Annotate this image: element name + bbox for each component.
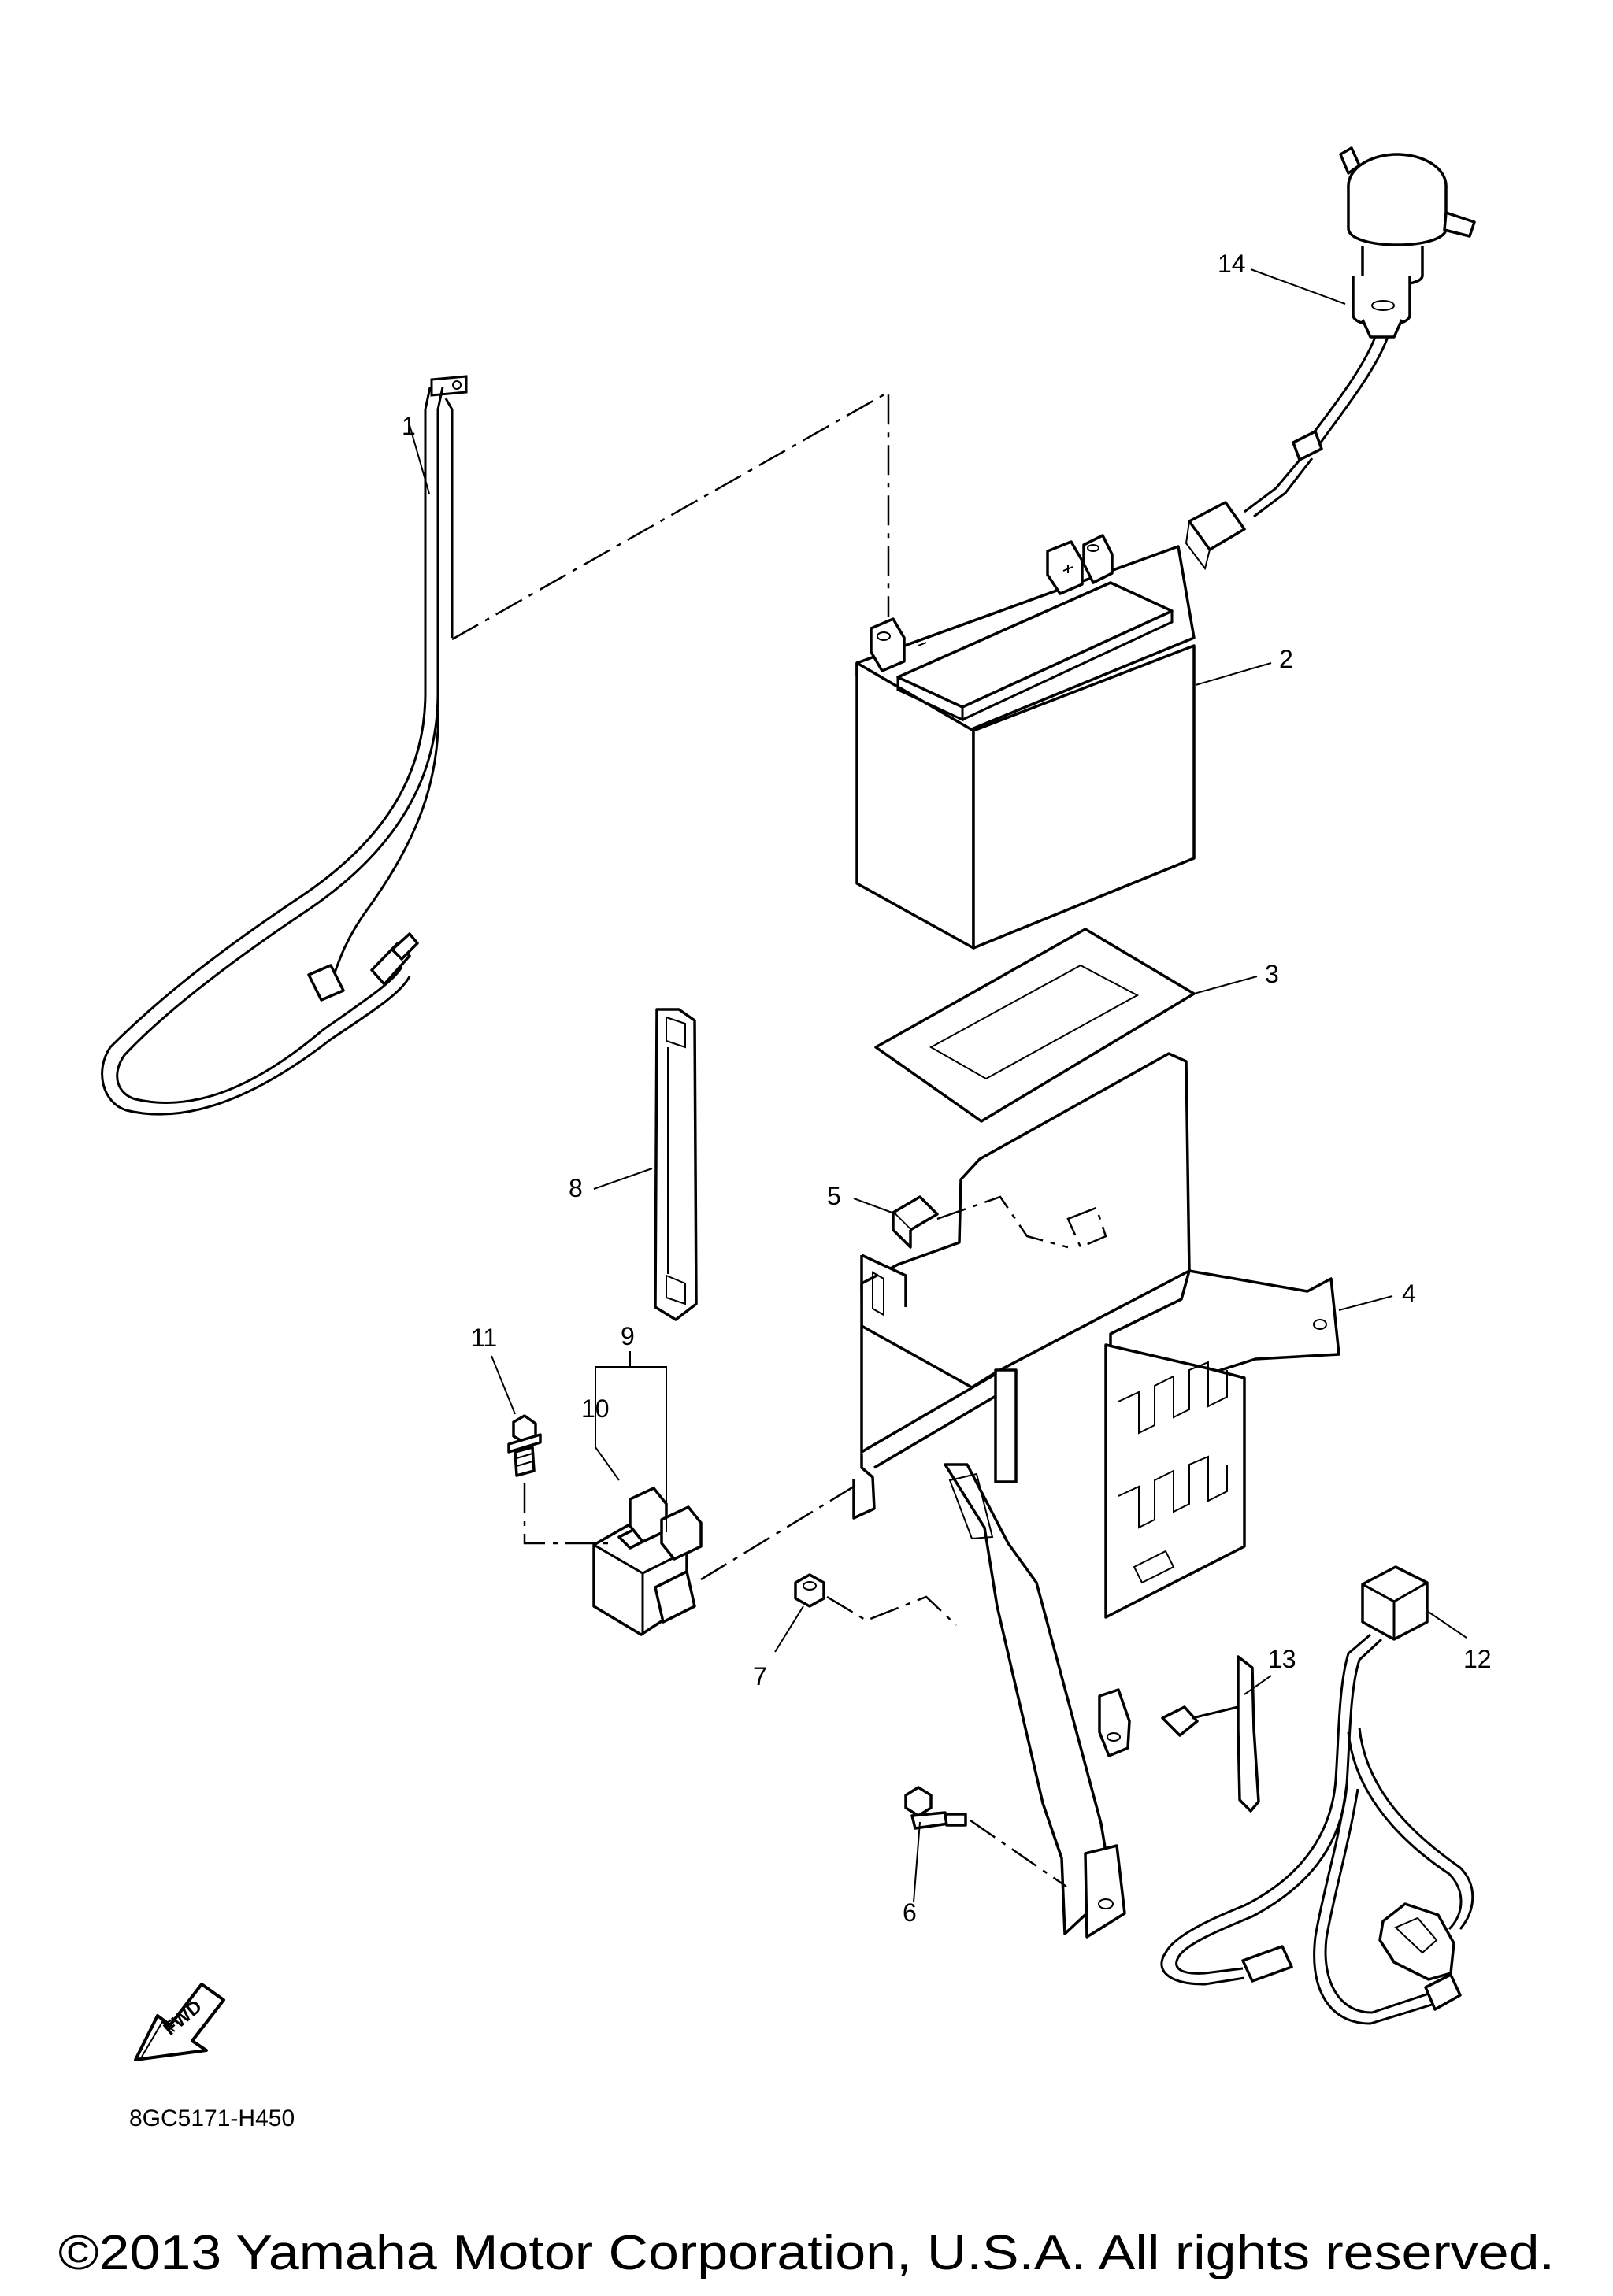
copyright-text: ©2013 Yamaha Motor Corporation, U.S.A. A…: [58, 2226, 1555, 2280]
part-12-label: 12: [1463, 1645, 1492, 1673]
part-2-battery: [855, 534, 1196, 950]
part-6-leader: [913, 1821, 921, 1903]
part-11-bolt: [507, 1414, 542, 1477]
part-9-bracket-right: [595, 1366, 667, 1532]
part-3-leader: [1193, 976, 1258, 994]
part-8-leader: [593, 1168, 653, 1190]
part-11-label: 11: [471, 1324, 497, 1352]
part-5-label: 5: [827, 1182, 841, 1210]
part-14-label: 14: [1218, 250, 1246, 278]
part-9-connection-line: [700, 1485, 855, 1581]
part-1-label: 1: [402, 412, 416, 440]
part-4-battery-box: [852, 1052, 1340, 1939]
part-14-leader: [1250, 268, 1346, 305]
part-8-label: 8: [569, 1174, 583, 1202]
part-7-leader: [774, 1605, 804, 1653]
part-7-label: 7: [753, 1662, 767, 1691]
part-7-nut: [794, 1573, 825, 1608]
part-5-leader: [853, 1198, 897, 1215]
part-2-leader: [1195, 662, 1272, 686]
part-6-label: 6: [903, 1898, 917, 1927]
part-9-bracket-left: [595, 1367, 620, 1481]
part-1-leader: [409, 424, 430, 494]
part-11-leader: [491, 1355, 516, 1415]
fwd-arrow-icon: [134, 1983, 225, 2061]
part-8-battery-band: [654, 1008, 698, 1321]
part-6-flange-bolt: [904, 1786, 967, 1830]
part-5-pad: [892, 1195, 1107, 1249]
part-7-connection-line: [826, 1595, 957, 1626]
part-2-label: 2: [1279, 645, 1293, 673]
part-9-label: 9: [621, 1322, 635, 1350]
part-13-leader: [1244, 1675, 1272, 1695]
part-11-connection-line: [523, 1483, 614, 1545]
part-4-leader: [1338, 1295, 1393, 1311]
part-3-label: 3: [1265, 960, 1279, 988]
part-4-label: 4: [1402, 1279, 1416, 1308]
part-10-label: 10: [581, 1394, 610, 1423]
part-12-sub-wire-harness: [1160, 1565, 1474, 2025]
part-12-leader: [1426, 1610, 1467, 1639]
part-1-connection-line: [451, 390, 890, 641]
diagram-code: 8GC5171-H450: [129, 2105, 295, 2131]
part-1-wire-lead: [101, 375, 468, 1116]
part-13-cable-band: [1161, 1655, 1260, 1813]
part-9-starter-relay: [592, 1487, 703, 1636]
part-13-label: 13: [1268, 1645, 1296, 1673]
part-14-dc-socket: [1185, 146, 1476, 571]
part-6-connection-line: [970, 1819, 1067, 1888]
